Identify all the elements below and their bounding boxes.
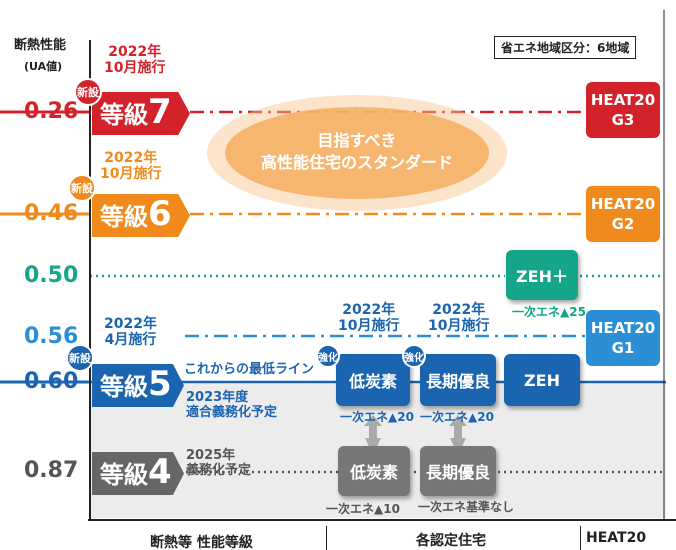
axis-title: 断熱性能 bbox=[14, 38, 67, 53]
grade5-note: 2023年度適合義務化予定 bbox=[186, 390, 278, 420]
value-0-56: 0.56 bbox=[24, 324, 79, 349]
grade4-note: 2025年義務化予定 bbox=[186, 448, 252, 478]
value-0-87: 0.87 bbox=[24, 458, 79, 483]
zeh-plus-note: 一次エネ▲25 bbox=[512, 305, 586, 319]
standard-cloud-text: 目指すべき高性能住宅のスタンダード bbox=[260, 131, 453, 172]
bottom-label-heat20: HEAT20 bbox=[586, 530, 647, 546]
low-carbon-new-note: 一次エネ▲20 bbox=[340, 410, 414, 424]
low-carbon-old-note: 一次エネ▲10 bbox=[326, 502, 400, 516]
long-term-new-note: 一次エネ▲20 bbox=[420, 410, 494, 424]
long-term-old-note: 一次エネ基準なし bbox=[418, 500, 515, 514]
value-0-26: 0.26 bbox=[24, 99, 79, 124]
value-0-50: 0.50 bbox=[24, 263, 79, 288]
bottom-divider-2 bbox=[580, 526, 581, 550]
new-badge-5: 新設 bbox=[66, 344, 94, 372]
long-term-old-box: 長期優良 bbox=[420, 446, 496, 496]
zeh-box: ZEH bbox=[504, 354, 580, 406]
bottom-label-grade: 断熱等 性能等級 bbox=[150, 535, 253, 550]
bottom-divider-1 bbox=[326, 526, 327, 550]
low-carbon-old-box: 低炭素 bbox=[338, 446, 410, 496]
region-note: 省エネ地域区分：6地域 bbox=[494, 36, 637, 59]
new-badge-7: 新設 bbox=[74, 78, 102, 106]
grade-5: 等級5 bbox=[92, 364, 184, 407]
grade-4: 等級4 bbox=[92, 452, 184, 495]
grade-7: 等級7 bbox=[92, 92, 190, 135]
value-0-46: 0.46 bbox=[24, 201, 79, 226]
grade-6: 等級6 bbox=[92, 194, 190, 237]
value-0-60: 0.60 bbox=[24, 369, 79, 394]
bottom-label-certs: 各認定住宅 bbox=[416, 533, 486, 549]
long-term-new-box: 長期優良 bbox=[420, 354, 496, 406]
new-badge-6: 新設 bbox=[68, 174, 96, 202]
strengthen-badge-low-carbon: 強化 bbox=[316, 344, 340, 368]
low-carbon-new-box: 低炭素 bbox=[336, 354, 410, 406]
minimum-line-label: これからの最低ライン bbox=[184, 362, 315, 377]
zeh-plus-box: ZEH＋ bbox=[506, 250, 578, 300]
axis-subtitle: (UA値) bbox=[24, 60, 63, 73]
strengthen-badge-long-term: 強化 bbox=[402, 344, 426, 368]
